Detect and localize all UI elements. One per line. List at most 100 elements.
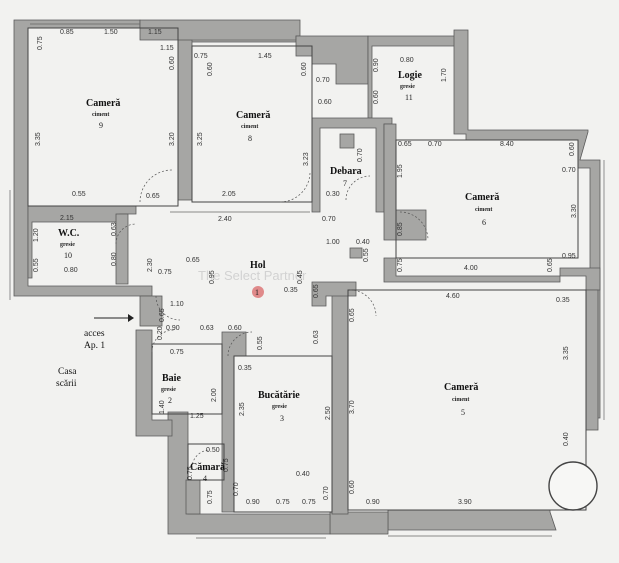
- watermark-text: The Select Partner: [198, 268, 307, 283]
- access-label-2: Ap. 1: [84, 341, 105, 351]
- debara-name: Debara: [330, 166, 362, 177]
- room9-outline: [27, 27, 179, 207]
- room6-name: Cameră: [465, 192, 499, 203]
- room9-number: 9: [99, 121, 103, 130]
- room8-outline: [191, 45, 313, 203]
- door-camara: [191, 449, 211, 469]
- dim-label: 1.70: [441, 68, 448, 82]
- logia-name: Logie: [398, 70, 422, 81]
- logia-number: 11: [405, 93, 413, 102]
- interior-lines: [9, 23, 605, 539]
- dim-label: 0.75: [223, 458, 230, 472]
- dim-label: 1.50: [104, 29, 118, 36]
- baie-outline: [151, 343, 223, 415]
- dim-label: 0.70: [322, 216, 336, 223]
- stair-label-1: Casa: [58, 367, 77, 377]
- dim-label: 0.70: [357, 148, 364, 162]
- dim-label: 0.65: [313, 284, 320, 298]
- access-arrow: [94, 314, 134, 322]
- dim-label: 0.75: [194, 53, 208, 60]
- dim-label: 0.80: [64, 267, 78, 274]
- dim-label: 0.95: [562, 253, 576, 260]
- dim-label: 2.30: [147, 258, 154, 272]
- dim-label: 1.20: [33, 228, 40, 242]
- dim-label: 0.70: [562, 167, 576, 174]
- wall-debara-pillar: [339, 133, 355, 149]
- room5-name: Cameră: [444, 382, 478, 393]
- dim-label: 0.65: [146, 193, 160, 200]
- dim-label: 8.40: [500, 141, 514, 148]
- wall-small-pillar: [349, 247, 363, 259]
- dim-label: 0.65: [349, 308, 356, 322]
- wall-room6-left: [383, 123, 427, 241]
- door-baie: [151, 329, 175, 353]
- room9-floor: ciment: [92, 112, 109, 118]
- dim-label: 0.50: [206, 447, 220, 454]
- kitchen-name: Bucătărie: [258, 390, 300, 401]
- dim-label: 0.35: [284, 287, 298, 294]
- dim-label: 0.75: [187, 466, 194, 480]
- door-wc: [115, 223, 137, 245]
- dim-label: 0.55: [363, 248, 370, 262]
- camara-number: 4: [203, 474, 207, 483]
- door-entry: [155, 295, 181, 321]
- dim-label: 0.20: [157, 326, 164, 340]
- dim-label: 2.50: [325, 406, 332, 420]
- wall-partition-9-8: [177, 39, 193, 201]
- dim-label: 1.00: [326, 239, 340, 246]
- dim-label: 3.23: [303, 152, 310, 166]
- dim-label: 3.25: [197, 132, 204, 146]
- dim-label: 3.70: [349, 400, 356, 414]
- kitchen-outline: [233, 355, 333, 513]
- dim-label: 0.55: [257, 336, 264, 350]
- hol-marker: [252, 286, 264, 298]
- dim-label: 0.60: [207, 62, 214, 76]
- hol-name: Hol: [250, 260, 266, 271]
- dim-label: 1.40: [159, 400, 166, 414]
- door-room9: [139, 169, 173, 203]
- dim-label: 1.95: [397, 164, 404, 178]
- room9-name: Cameră: [86, 98, 120, 109]
- dim-label: 0.63: [200, 325, 214, 332]
- kitchen-number: 3: [280, 414, 284, 423]
- dim-label: 1.45: [258, 53, 272, 60]
- dim-label: 0.40: [356, 239, 370, 246]
- dim-label: 0.60: [301, 62, 308, 76]
- wc-name: W.C.: [58, 228, 80, 239]
- wall-right-lower: [585, 289, 599, 431]
- camara-name: Cămară: [190, 462, 225, 473]
- dim-label: 2.15: [60, 215, 74, 222]
- room8-name: Cameră: [236, 110, 270, 121]
- kitchen-floor: gresie: [272, 404, 287, 410]
- baie-number: 2: [168, 396, 172, 405]
- dim-label: 3.35: [563, 346, 570, 360]
- wall-wc-right: [115, 213, 129, 285]
- dim-label: 2.40: [218, 216, 232, 223]
- room5-floor: ciment: [452, 397, 469, 403]
- dim-label: 0.60: [349, 480, 356, 494]
- dim-label: 0.55: [72, 191, 86, 198]
- room-labels: Cameră ciment 9 Cameră ciment 8 Logie gr…: [56, 70, 499, 483]
- dim-label: 0.75: [158, 269, 172, 276]
- bay-window-circle: [548, 461, 598, 511]
- camara-outline: [187, 443, 225, 481]
- room6-floor: ciment: [475, 207, 492, 213]
- dim-label: 0.63: [313, 330, 320, 344]
- dim-label: 0.35: [556, 297, 570, 304]
- dim-label: 0.40: [296, 471, 310, 478]
- wall-bottom-left: [167, 411, 331, 535]
- dim-label: 0.90: [166, 325, 180, 332]
- door-debara: [345, 175, 371, 201]
- wc-floor: gresie: [60, 242, 75, 248]
- baie-floor: gresie: [161, 387, 176, 393]
- logia-floor: gresie: [400, 84, 415, 90]
- dim-label: 1.10: [170, 301, 184, 308]
- wall-entry-pillar: [139, 295, 163, 327]
- dim-label: 0.40: [563, 432, 570, 446]
- dim-label: 0.95: [209, 270, 216, 284]
- wall-bottom-mid: [329, 511, 389, 535]
- dim-label: 0.60: [373, 90, 380, 104]
- wall-kitchen-room5: [331, 289, 349, 515]
